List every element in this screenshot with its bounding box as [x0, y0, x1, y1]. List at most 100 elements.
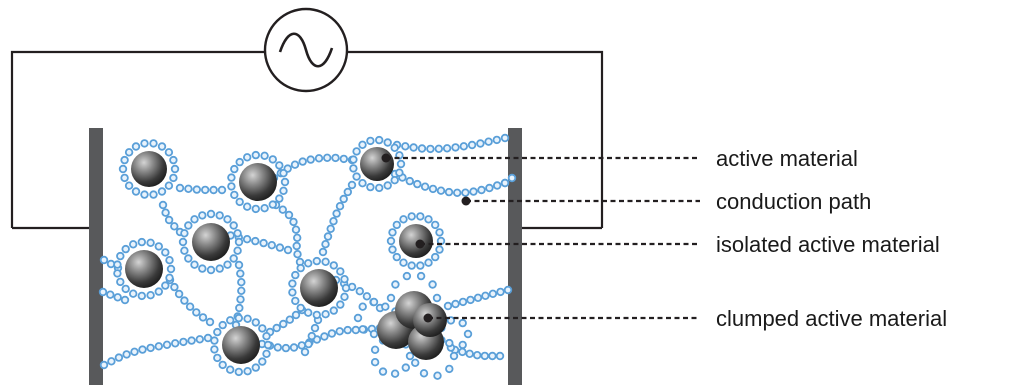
conductive-bead [383, 138, 392, 147]
conductive-bead [146, 291, 155, 300]
conductive-bead [386, 293, 396, 303]
conductive-bead [223, 215, 232, 224]
conductive-bead [170, 339, 180, 348]
leader-dot-isolated-active-material [415, 239, 425, 249]
conductive-bead [399, 215, 408, 224]
conductive-bead [320, 332, 329, 341]
conductive-bead [416, 271, 426, 281]
conductive-bead [431, 220, 440, 230]
conductive-bead [466, 295, 475, 305]
conductive-bead [158, 200, 168, 210]
conductive-bead [146, 343, 155, 353]
conductive-bead [234, 367, 243, 377]
conductive-bead [332, 209, 341, 218]
conductive-bead [296, 303, 305, 313]
conductive-bead [388, 228, 397, 237]
conductive-bead [493, 181, 502, 190]
conductive-bead [335, 201, 345, 211]
conductive-bead [258, 357, 267, 366]
conductive-bead [463, 329, 473, 339]
conductive-bead [114, 353, 124, 362]
conductive-bead [307, 331, 316, 341]
conductive-bead [131, 187, 141, 196]
conductive-bead [198, 211, 207, 220]
conductive-bead [420, 182, 430, 191]
conductive-bead [234, 313, 243, 323]
conductive-bead [192, 308, 201, 317]
conductive-bead [200, 185, 210, 195]
conductive-bead [321, 239, 330, 249]
conductive-bead [284, 210, 294, 220]
conductive-bead [251, 204, 260, 214]
conductive-bead [445, 364, 454, 374]
conductive-bead [443, 301, 453, 311]
conductive-bead [161, 248, 170, 257]
conductive-bead [395, 168, 404, 177]
conductive-bead [281, 343, 291, 353]
conductive-bead [251, 150, 260, 160]
conductive-bead [243, 314, 252, 323]
conductive-bead [434, 144, 443, 153]
conductive-bead [433, 371, 442, 380]
conductive-bead [146, 238, 155, 247]
conductive-bead [170, 282, 179, 292]
conductive-bead [213, 353, 222, 363]
conductive-bead [273, 343, 282, 352]
conductive-bead [312, 256, 321, 266]
conductive-bead [233, 229, 242, 238]
conductive-bead [259, 238, 268, 248]
conductive-bead [237, 278, 246, 287]
conductive-bead [409, 143, 418, 152]
conductive-bead [116, 277, 125, 287]
conductive-bead [396, 159, 406, 169]
conductive-bead [503, 285, 513, 295]
conductive-bead [225, 365, 235, 374]
conductive-bead [413, 179, 422, 189]
conductive-bead [215, 211, 224, 220]
conductive-bead [206, 265, 216, 275]
conductive-bead [458, 318, 467, 328]
conductive-bead [137, 291, 146, 301]
right-electrode [508, 128, 522, 385]
conductive-bead [260, 203, 269, 213]
conductive-bead [392, 220, 401, 230]
conductive-bead [198, 264, 207, 273]
conductive-bead [500, 133, 510, 143]
conductive-bead [310, 323, 320, 333]
conductive-bead [291, 310, 301, 320]
leader-dot-conduction-path [461, 196, 471, 206]
conductive-bead [469, 187, 478, 196]
conductive-bead [218, 320, 227, 330]
left-electrode [89, 128, 103, 385]
conductive-bead [164, 215, 174, 225]
conductive-bead [235, 303, 244, 313]
conductive-bead [121, 244, 130, 254]
conductive-bead [275, 161, 284, 170]
conductive-bead [154, 242, 163, 251]
conductive-bead [351, 325, 360, 335]
conductive-bead [210, 336, 219, 345]
conductive-bead [234, 260, 244, 270]
conductive-bead [291, 225, 301, 234]
conductive-bead [347, 180, 357, 190]
conductive-bead [223, 260, 232, 269]
conductive-bead [451, 299, 460, 309]
conductive-bead [416, 261, 425, 270]
conductive-bead [288, 288, 297, 297]
conductive-bead [251, 363, 260, 372]
conductive-bead [507, 173, 517, 183]
conductive-bead [416, 212, 425, 221]
conductive-bead [355, 287, 364, 296]
isolated-active-material-particle [399, 224, 433, 258]
conductive-bead [339, 194, 348, 204]
conductive-bead [451, 143, 460, 152]
conductive-bead [407, 212, 416, 221]
conductive-bead [217, 185, 227, 195]
conductive-bead [453, 188, 462, 197]
conductive-bead [459, 142, 468, 151]
conductive-bead [481, 291, 490, 300]
conductive-bead [370, 358, 380, 367]
conductive-bead [120, 155, 129, 165]
conductive-bead [164, 148, 174, 157]
